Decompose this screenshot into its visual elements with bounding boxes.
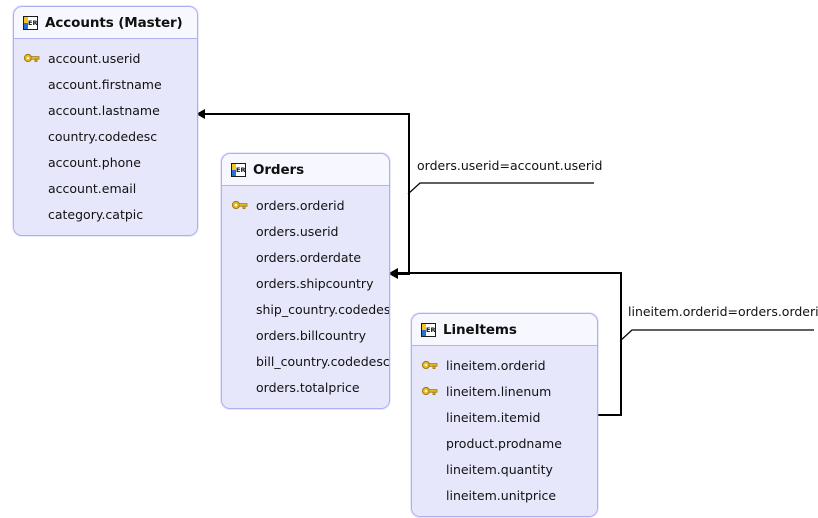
primary-key-icon bbox=[421, 360, 438, 370]
connector-orders-accounts-bottom bbox=[398, 273, 410, 275]
field-label: orders.totalprice bbox=[256, 379, 360, 395]
entity-title-lineitems: LineItems bbox=[443, 321, 517, 338]
field-label: account.phone bbox=[48, 154, 141, 170]
field-row[interactable]: lineitem.itemid bbox=[412, 404, 597, 430]
connector-lineitems-orders-bottom bbox=[596, 414, 622, 416]
field-label: lineitem.linenum bbox=[446, 383, 552, 399]
field-row[interactable]: account.firstname bbox=[14, 71, 197, 97]
entity-title-orders: Orders bbox=[253, 161, 305, 178]
entity-fields-accounts: account.userid account.firstname account… bbox=[14, 39, 197, 235]
field-row[interactable]: account.phone bbox=[14, 149, 197, 175]
relationship-label-orders-accounts: orders.userid=account.userid bbox=[417, 158, 603, 173]
er-table-icon: ER bbox=[231, 162, 246, 177]
field-label: lineitem.orderid bbox=[446, 357, 546, 373]
field-label: category.catpic bbox=[48, 206, 144, 222]
field-label: orders.userid bbox=[256, 223, 339, 239]
field-label: bill_country.codedesc bbox=[256, 353, 390, 369]
field-row[interactable]: product.prodname bbox=[412, 430, 597, 456]
er-table-icon: ER bbox=[421, 322, 436, 337]
field-row[interactable]: lineitem.unitprice bbox=[412, 482, 597, 508]
field-row[interactable]: orders.shipcountry bbox=[222, 270, 389, 296]
er-icon-label: ER bbox=[236, 165, 246, 174]
field-row[interactable]: orders.totalprice bbox=[222, 374, 389, 400]
field-label: orders.shipcountry bbox=[256, 275, 374, 291]
connector-orders-accounts-top bbox=[204, 113, 410, 115]
field-row[interactable]: orders.orderid bbox=[222, 192, 389, 218]
entity-title-accounts: Accounts (Master) bbox=[45, 14, 183, 31]
primary-key-icon bbox=[231, 200, 248, 210]
field-row[interactable]: account.userid bbox=[14, 45, 197, 71]
field-label: account.email bbox=[48, 180, 137, 196]
field-row[interactable]: lineitem.linenum bbox=[412, 378, 597, 404]
field-label: ship_country.codedesc bbox=[256, 301, 390, 317]
field-label: orders.orderdate bbox=[256, 249, 362, 265]
field-label: lineitem.unitprice bbox=[446, 487, 557, 503]
field-label: account.firstname bbox=[48, 76, 162, 92]
field-row[interactable]: orders.billcountry bbox=[222, 322, 389, 348]
field-row[interactable]: account.lastname bbox=[14, 97, 197, 123]
entity-fields-lineitems: lineitem.orderid lineitem.linenum lineit… bbox=[412, 346, 597, 516]
connector-orders-accounts-vertical bbox=[408, 113, 410, 275]
er-icon-label: ER bbox=[426, 325, 436, 334]
primary-key-icon bbox=[421, 386, 438, 396]
field-label: product.prodname bbox=[446, 435, 562, 451]
field-label: lineitem.itemid bbox=[446, 409, 541, 425]
field-row[interactable]: lineitem.quantity bbox=[412, 456, 597, 482]
er-table-icon: ER bbox=[23, 15, 38, 30]
entity-box-lineitems[interactable]: ER LineItems lineitem.orderid bbox=[411, 313, 598, 517]
primary-key-icon bbox=[23, 53, 40, 63]
field-row[interactable]: country.codedesc bbox=[14, 123, 197, 149]
field-label: country.codedesc bbox=[48, 128, 158, 144]
field-label: account.userid bbox=[48, 50, 141, 66]
arrowhead-accounts bbox=[196, 109, 205, 119]
leader-line-lineitems-orders bbox=[619, 329, 814, 342]
field-label: lineitem.quantity bbox=[446, 461, 553, 477]
entity-box-accounts[interactable]: ER Accounts (Master) account.userid acco… bbox=[13, 6, 198, 236]
field-label: orders.orderid bbox=[256, 197, 345, 213]
field-label: account.lastname bbox=[48, 102, 160, 118]
field-row[interactable]: category.catpic bbox=[14, 201, 197, 227]
entity-fields-orders: orders.orderid orders.userid orders.orde… bbox=[222, 186, 389, 408]
field-row[interactable]: account.email bbox=[14, 175, 197, 201]
entity-header-orders[interactable]: ER Orders bbox=[222, 154, 389, 186]
arrowhead-orders-2 bbox=[389, 268, 398, 278]
entity-header-accounts[interactable]: ER Accounts (Master) bbox=[14, 7, 197, 39]
relationship-label-lineitems-orders: lineitem.orderid=orders.orderid bbox=[628, 304, 818, 319]
entity-box-orders[interactable]: ER Orders orders.orderid orders.userid o… bbox=[221, 153, 390, 409]
connector-lineitems-orders-top bbox=[398, 272, 622, 274]
field-row[interactable]: ship_country.codedesc bbox=[222, 296, 389, 322]
field-row[interactable]: bill_country.codedesc bbox=[222, 348, 389, 374]
field-row[interactable]: orders.userid bbox=[222, 218, 389, 244]
field-row[interactable]: orders.orderdate bbox=[222, 244, 389, 270]
field-label: orders.billcountry bbox=[256, 327, 366, 343]
leader-line-orders-accounts bbox=[407, 182, 594, 195]
entity-header-lineitems[interactable]: ER LineItems bbox=[412, 314, 597, 346]
connector-lineitems-orders-vertical bbox=[620, 272, 622, 416]
field-row[interactable]: lineitem.orderid bbox=[412, 352, 597, 378]
er-icon-label: ER bbox=[28, 18, 38, 27]
